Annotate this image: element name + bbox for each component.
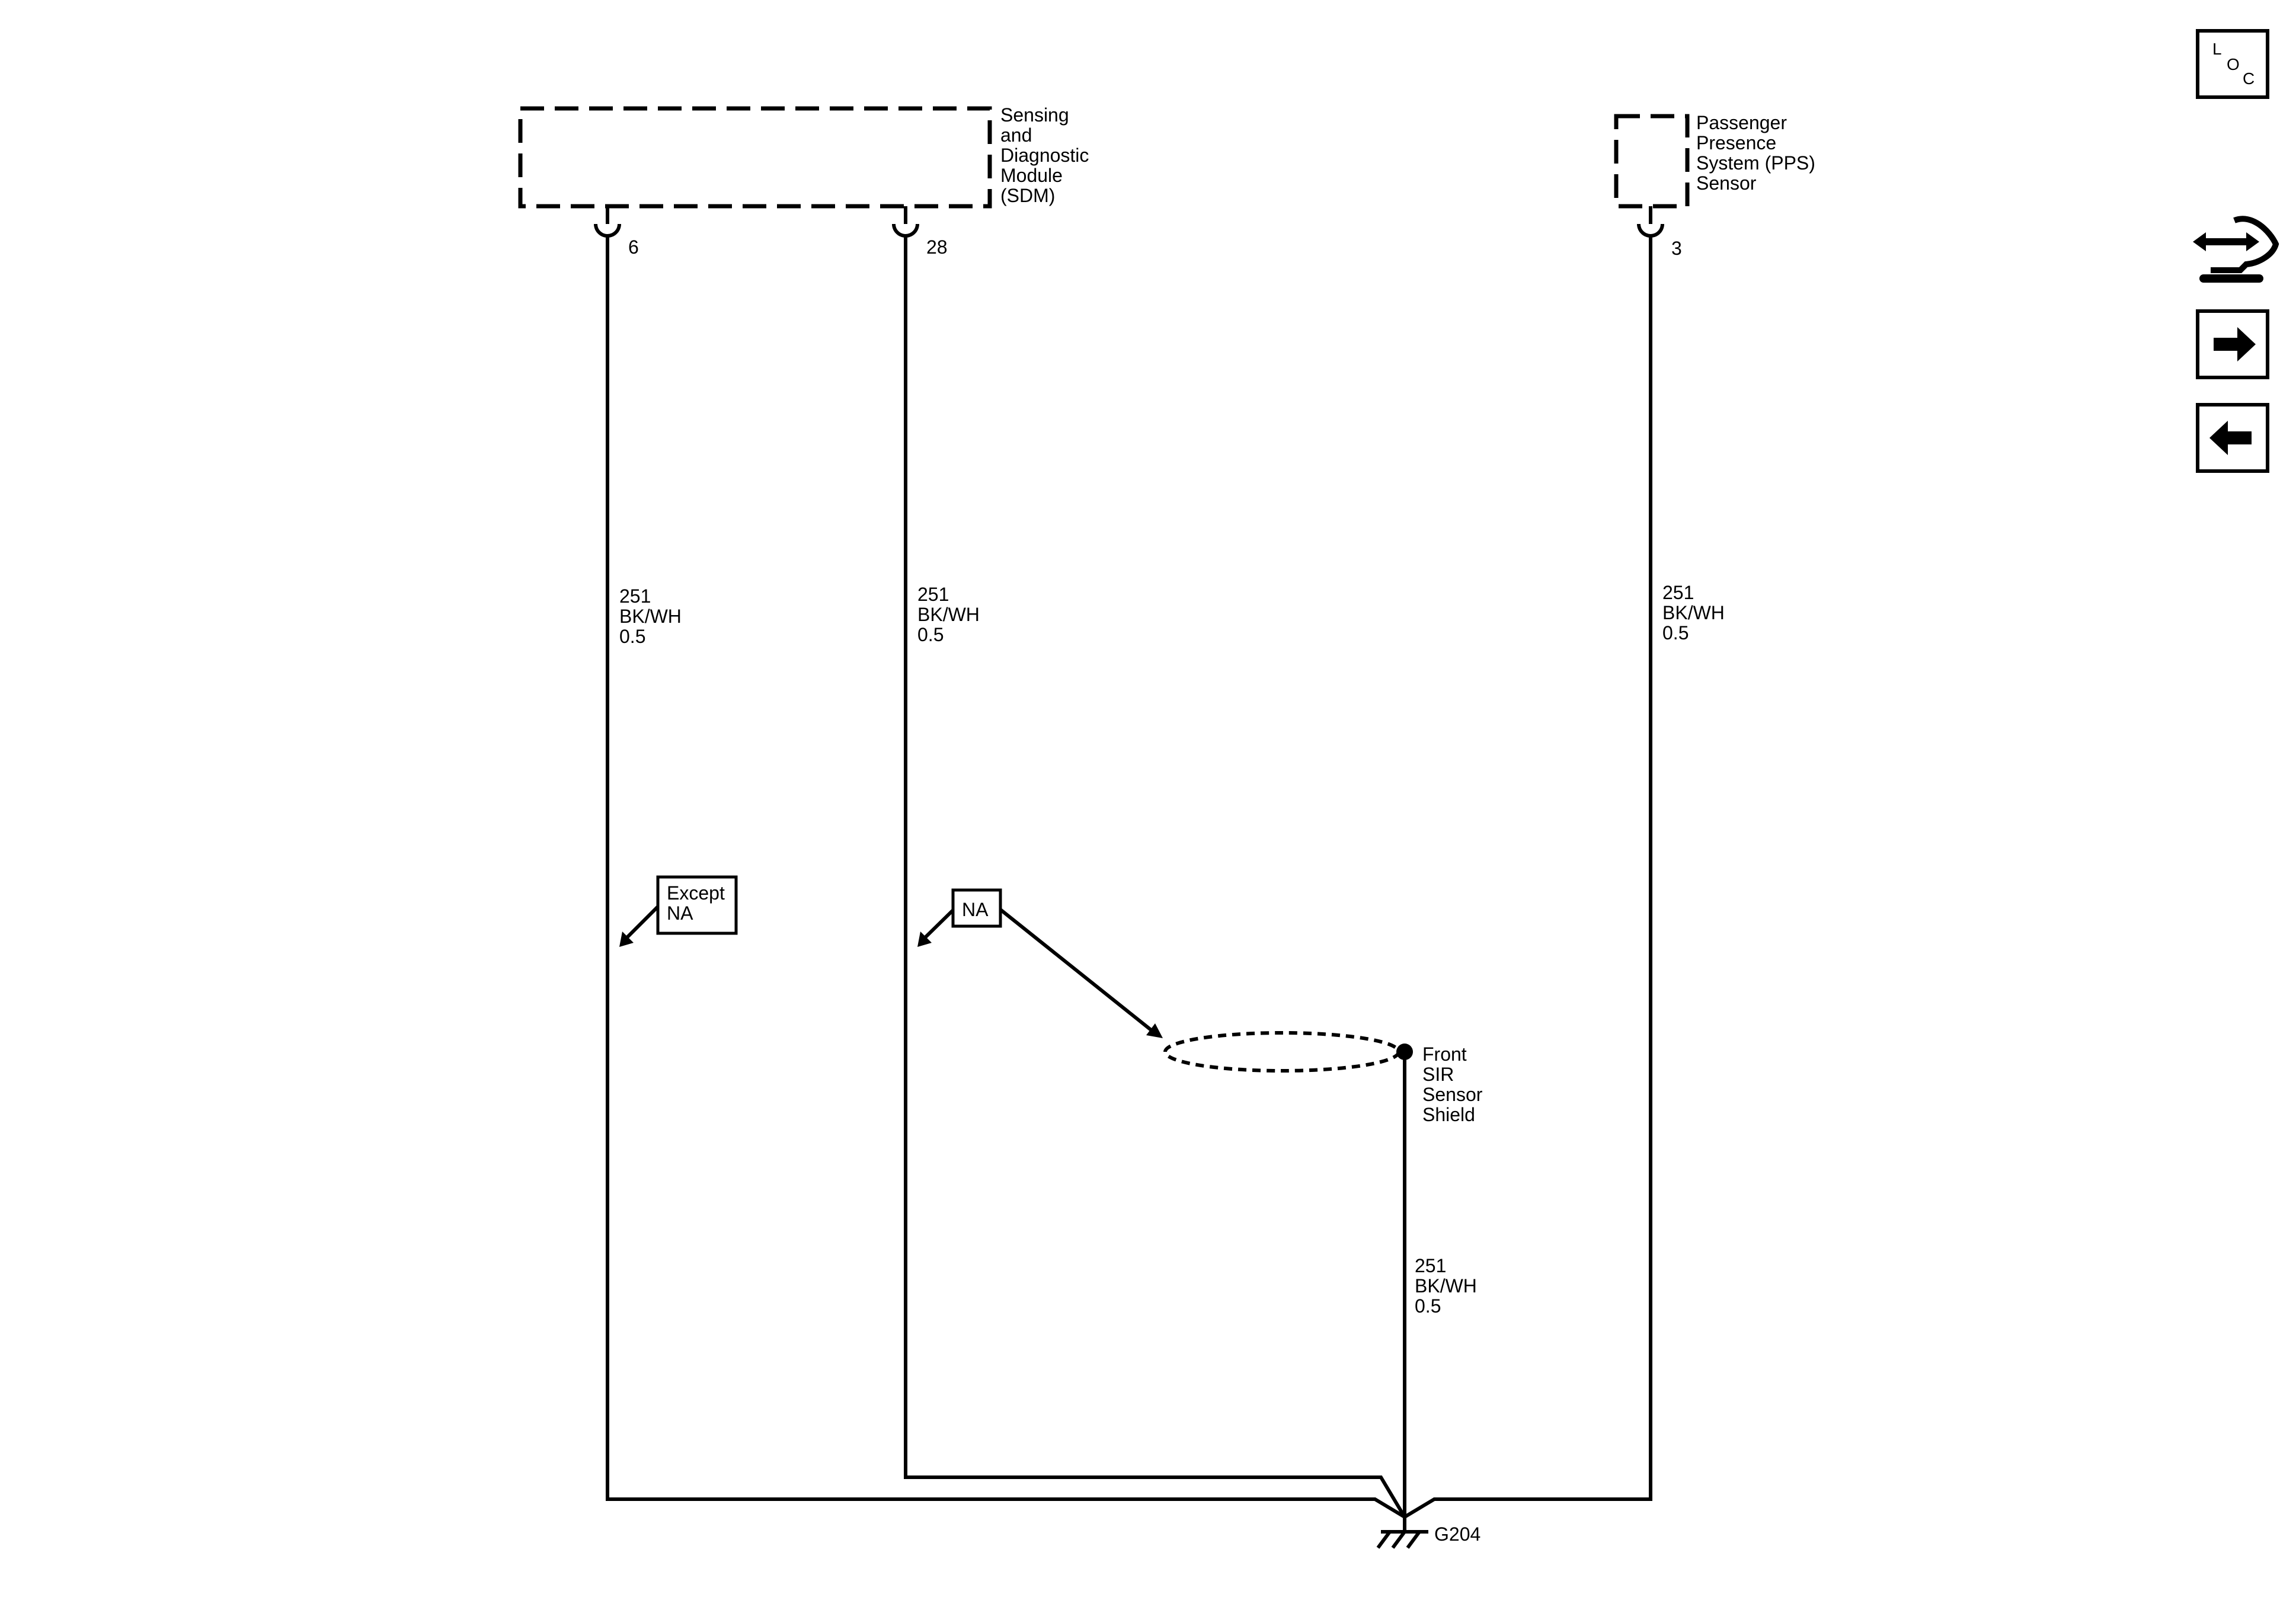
loc-letter-c: C xyxy=(2243,69,2255,88)
svg-text:Except NA: Except NA xyxy=(667,882,730,924)
option-except-na: Except NA xyxy=(619,875,738,947)
wire-label-shield: 251 BK/WH 0.5 xyxy=(1415,1255,1482,1317)
next-button[interactable] xyxy=(2196,309,2269,379)
sensor-shield-ellipse xyxy=(1163,1031,1400,1073)
wire-sdm-28 xyxy=(904,236,1406,1518)
previous-button[interactable] xyxy=(2196,403,2269,473)
pin-label-6: 6 xyxy=(628,236,639,258)
wire-label-sdm-28: 251 BK/WH 0.5 xyxy=(917,584,985,645)
arrow-left-icon xyxy=(2209,421,2252,455)
ground-symbol xyxy=(1376,1517,1428,1549)
arrowhead-except-na xyxy=(619,932,634,947)
wire-label-pps-3: 251 BK/WH 0.5 xyxy=(1662,582,1730,644)
sdm-label: Sensing and Diagnostic Module (SDM) xyxy=(1000,104,1094,206)
shield-label: Front SIR Sensor Shield xyxy=(1422,1044,1488,1125)
option-na: NA xyxy=(917,888,1163,1038)
loc-letter-l: L xyxy=(2212,40,2222,58)
pps-sensor: Passenger Presence System (PPS) Sensor xyxy=(1614,112,1821,209)
wire-sdm-6 xyxy=(606,236,1406,1519)
loc-letter-o: O xyxy=(2227,55,2240,73)
pin-label-3: 3 xyxy=(1671,238,1682,259)
sdm-module-outline xyxy=(518,106,992,209)
loc-button[interactable]: L O C xyxy=(2196,29,2269,99)
ground-label: G204 xyxy=(1434,1523,1480,1545)
wire-label-sdm-6: 251 BK/WH 0.5 xyxy=(619,585,687,647)
arrow-right-icon xyxy=(2214,327,2256,361)
connector-swap-icon[interactable] xyxy=(2193,216,2279,283)
arrowhead-na-shield xyxy=(1146,1023,1163,1038)
arrowhead-na xyxy=(917,932,932,947)
terminal-pps-3 xyxy=(1637,206,1664,238)
terminal-sdm-6 xyxy=(594,206,621,238)
pin-label-28: 28 xyxy=(926,236,948,258)
pps-label: Passenger Presence System (PPS) Sensor xyxy=(1696,112,1821,194)
pps-sensor-outline xyxy=(1614,114,1690,209)
terminal-sdm-28 xyxy=(892,206,919,238)
svg-text:NA: NA xyxy=(962,899,989,920)
wire-pps-3 xyxy=(1403,236,1652,1519)
sdm-module: Sensing and Diagnostic Module (SDM) xyxy=(518,104,1094,209)
shield-splice-dot xyxy=(1396,1044,1413,1060)
